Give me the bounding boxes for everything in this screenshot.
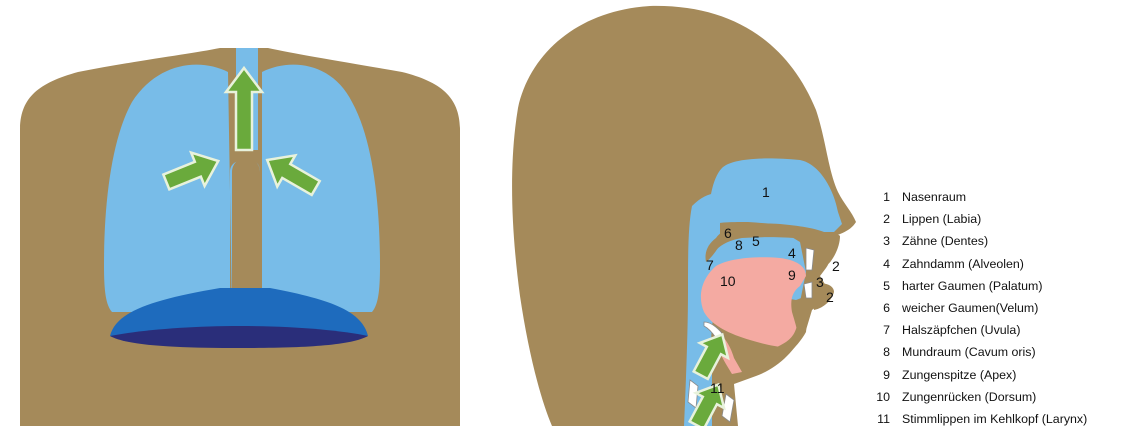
- label-3: 3: [816, 274, 824, 290]
- legend-item: 10 Zungenrücken (Dorsum): [872, 386, 1087, 408]
- legend-text: Mundraum (Cavum oris): [902, 345, 1036, 359]
- label-10: 10: [720, 273, 736, 289]
- legend-number: 3: [872, 230, 890, 252]
- legend-number: 6: [872, 297, 890, 319]
- label-6: 6: [724, 225, 732, 241]
- legend-item: 5 harter Gaumen (Palatum): [872, 275, 1087, 297]
- legend-text: Halszäpfchen (Uvula): [902, 323, 1020, 337]
- legend-item: 6 weicher Gaumen(Velum): [872, 297, 1087, 319]
- legend-number: 10: [872, 386, 890, 408]
- label-5: 5: [752, 233, 760, 249]
- legend-item: 7 Halszäpfchen (Uvula): [872, 319, 1087, 341]
- torso-figure: [20, 48, 460, 426]
- legend-number: 5: [872, 275, 890, 297]
- label-2-lower-lip: 2: [826, 289, 834, 305]
- label-11: 11: [710, 380, 725, 396]
- legend-number: 7: [872, 319, 890, 341]
- legend-text: Zungenrücken (Dorsum): [902, 390, 1036, 404]
- label-7: 7: [706, 257, 714, 273]
- legend-text: Zähne (Dentes): [902, 234, 988, 248]
- legend-item: 2 Lippen (Labia): [872, 208, 1087, 230]
- legend-text: Stimmlippen im Kehlkopf (Larynx): [902, 412, 1087, 426]
- legend-number: 11: [872, 408, 890, 430]
- legend-text: Nasenraum: [902, 190, 966, 204]
- lung-inner-gap: [234, 150, 258, 160]
- label-9: 9: [788, 267, 796, 283]
- legend-number: 9: [872, 364, 890, 386]
- legend-number: 4: [872, 253, 890, 275]
- head-figure: 1 2 2 3 4 5 6 7 8 9 10 11: [512, 6, 856, 426]
- legend-text: Zungenspitze (Apex): [902, 368, 1016, 382]
- legend-text: harter Gaumen (Palatum): [902, 279, 1042, 293]
- legend-number: 8: [872, 341, 890, 363]
- legend-text: weicher Gaumen(Velum): [902, 301, 1038, 315]
- label-2-upper-lip: 2: [832, 258, 840, 274]
- label-1: 1: [762, 184, 770, 200]
- legend-item: 11 Stimmlippen im Kehlkopf (Larynx): [872, 408, 1087, 430]
- legend-item: 1 Nasenraum: [872, 186, 1087, 208]
- legend-text: Lippen (Labia): [902, 212, 981, 226]
- legend-item: 3 Zähne (Dentes): [872, 230, 1087, 252]
- legend-text: Zahndamm (Alveolen): [902, 257, 1024, 271]
- legend-item: 4 Zahndamm (Alveolen): [872, 253, 1087, 275]
- legend-number: 2: [872, 208, 890, 230]
- label-4: 4: [788, 245, 796, 261]
- legend: 1 Nasenraum 2 Lippen (Labia) 3 Zähne (Dentes)…: [872, 186, 1087, 430]
- legend-item: 8 Mundraum (Cavum oris): [872, 341, 1087, 363]
- legend-item: 9 Zungenspitze (Apex): [872, 364, 1087, 386]
- label-8: 8: [735, 237, 743, 253]
- legend-number: 1: [872, 186, 890, 208]
